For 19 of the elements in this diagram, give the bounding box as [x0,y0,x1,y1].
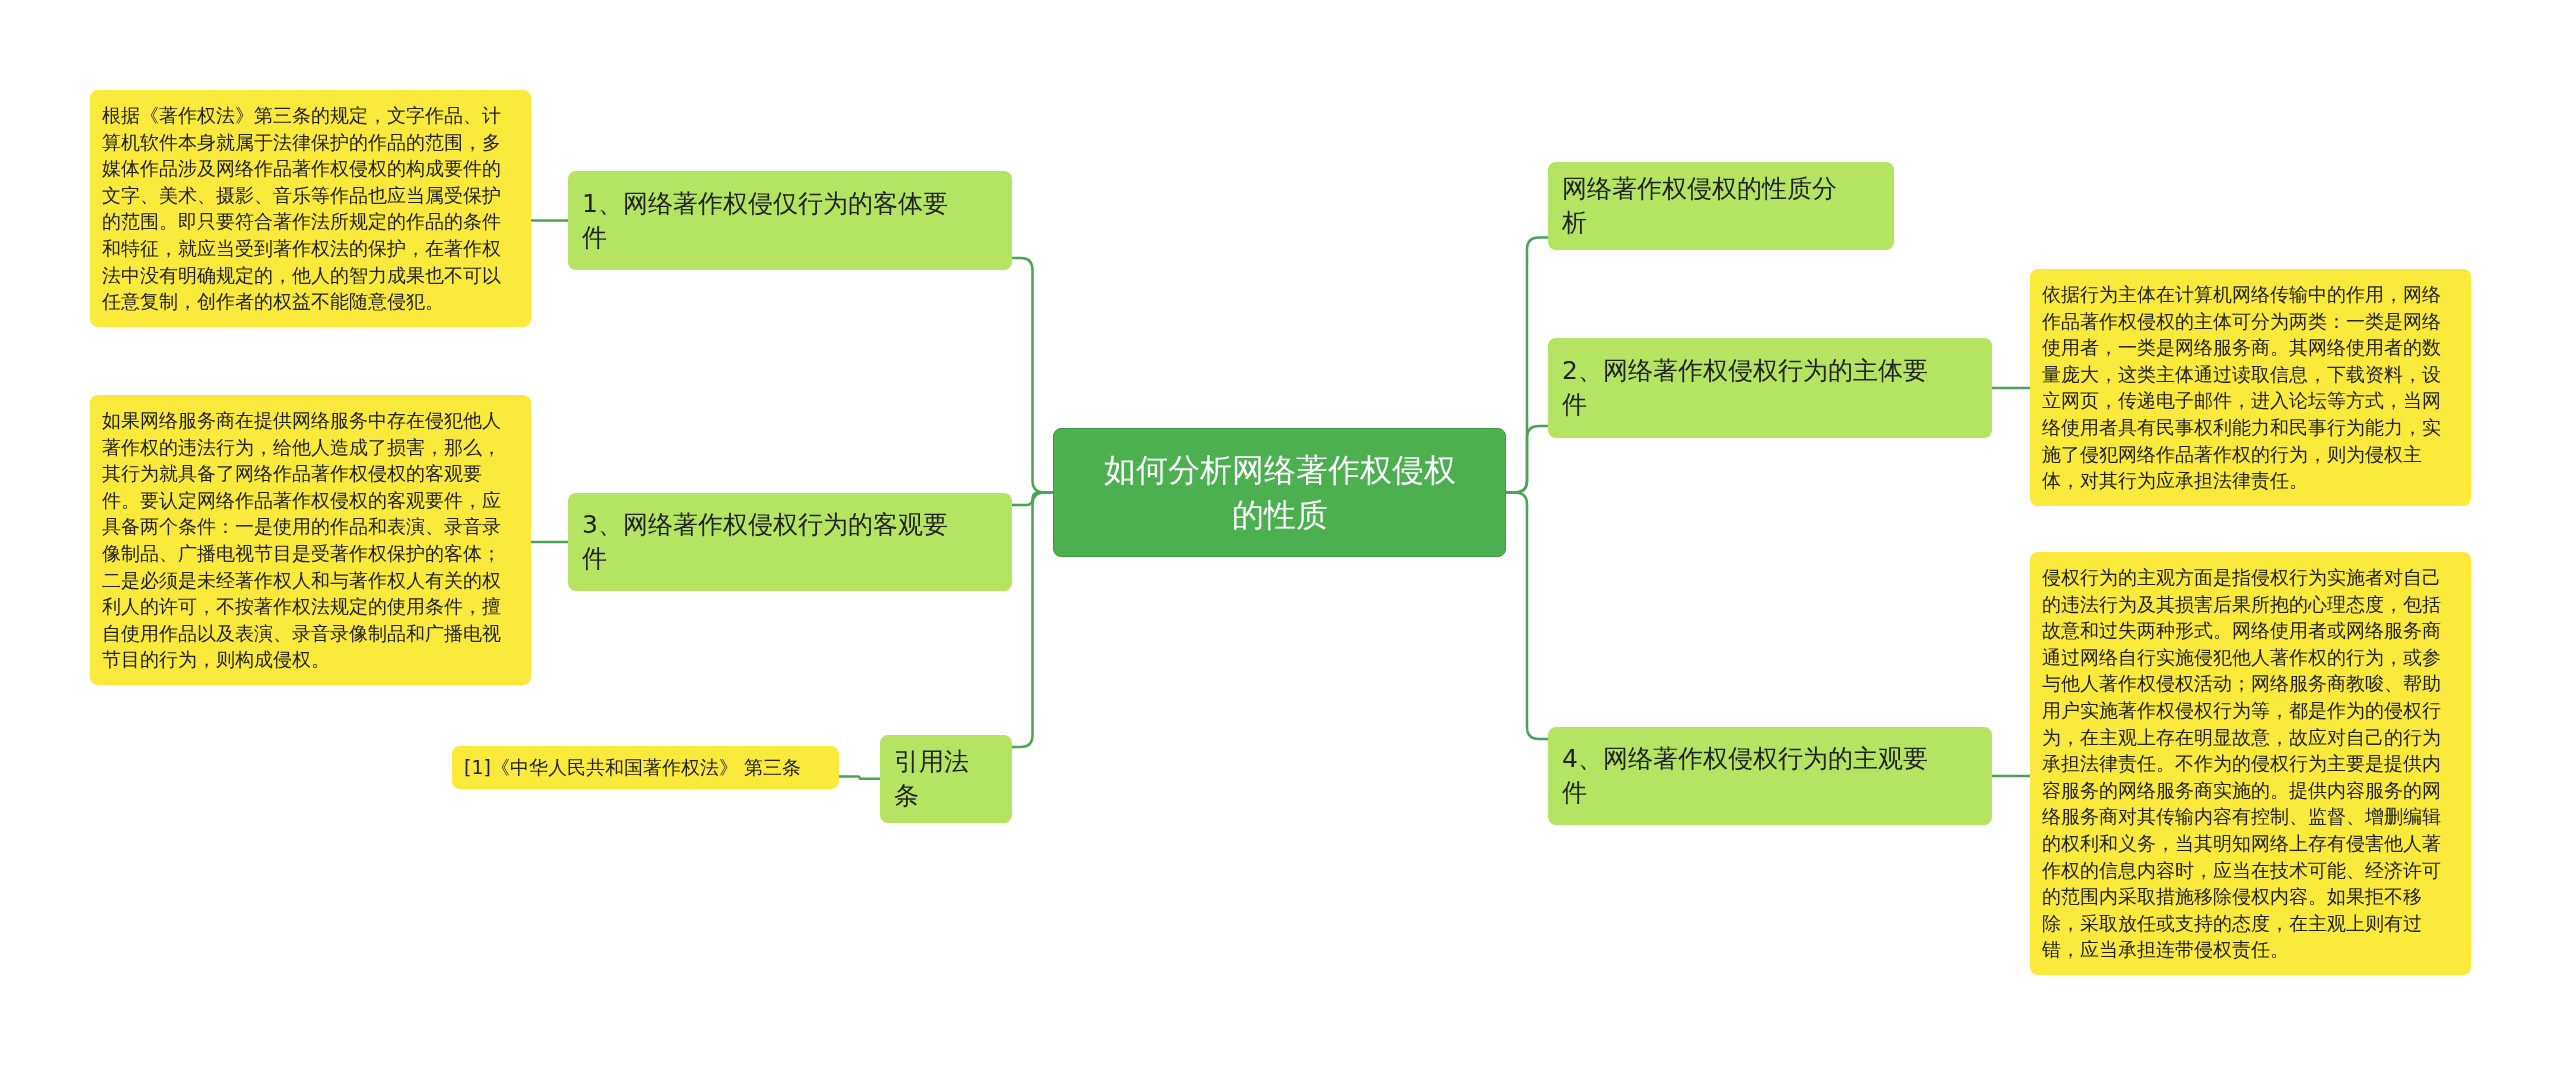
topic-box: 1、网络著作权侵仅行为的客体要件 [568,171,1012,270]
note-box: 根据《著作权法》第三条的规定，文字作品、计算机软件本身就属于法律保护的作品的范围，多媒体作品涉及网络作品著作权侵权的构成要件的文字、美术、摄影、音乐等作品也应当属受保护的范围。即只要符合著作法所规定的作品的条件和特征，就应当受到著作权法的保护，在著作权法中没有明确规定的，他人的智力成果也不可以任意复制，创作者的权益不能随意侵犯。 [90,90,531,327]
connector-line [1992,386,2030,390]
topic-box: 引用法条 [880,735,1012,823]
topic-box: 2、网络著作权侵权行为的主体要件 [1548,338,1992,438]
connector-line [1992,774,2030,778]
connector-line [531,540,568,544]
central-topic-box: 如何分析网络著作权侵权的性质 [1053,428,1506,557]
note-box: 依据行为主体在计算机网络传输中的作用，网络作品著作权侵权的主体可分为两类：一类是网络使用者，一类是网络服务商。其网络使用者的数量庞大，这类主体通过读取信息，下载资料，设立网页，传递电子邮件，进入论坛等方式，当网络使用者具有民事权利能力和民事行为能力，实施了侵犯网络作品著作权的行为，则为侵权主体，对其行为应承担法律责任。 [2030,269,2471,506]
note-box: 如果网络服务商在提供网络服务中存在侵犯他人著作权的违法行为，给他人造成了损害，那么，其行为就具备了网络作品著作权侵权的客观要件。要认定网络作品著作权侵权的客观要件，应具备两个条件：一是使用的作品和表演、录音录像制品、广播电视节目是受著作权保护的客体；二是必须是未经著作权人和与著作权人有关的权利人的许可，不按著作权法规定的使用条件，擅自使用作品以及表演、录音录像制品和广播电视节目的行为，则构成侵权。 [90,395,531,685]
topic-box: 网络著作权侵权的性质分析 [1548,162,1894,250]
connector-line [839,775,880,780]
topic-box: 3、网络著作权侵权行为的客观要件 [568,493,1012,591]
connector-line [1506,491,1548,741]
connector-line [1012,491,1053,749]
note-box: [1]《中华人民共和国著作权法》 第三条 [452,746,839,789]
topic-box: 4、网络著作权侵权行为的主观要件 [1548,727,1992,825]
note-box: 侵权行为的主观方面是指侵权行为实施者对自己的违法行为及其损害后果所抱的心理态度，包括故意和过失两种形式。网络使用者或网络服务商通过网络自行实施侵犯他人著作权的行为，或参与他人著作权侵权活动；网络服务商教唆、帮助用户实施著作权侵权行为等，都是作为的侵权行为，在主观上存在明显故意，故应对自己的行为承担法律责任。不作为的侵权行为主要是提供内容服务的网络服务商实施的。提供内容服务的网络服务商对其传输内容有控制、监督、增删编辑的权利和义务，当其明知网络上存有侵害他人著作权的信息内容时，应当在技术可能、经济许可的范围内采取措施移除侵权内容。如果拒不移除，采取放任或支持的态度，在主观上则有过错，应当承担连带侵权责任。 [2030,552,2471,975]
connector-line [531,219,568,222]
